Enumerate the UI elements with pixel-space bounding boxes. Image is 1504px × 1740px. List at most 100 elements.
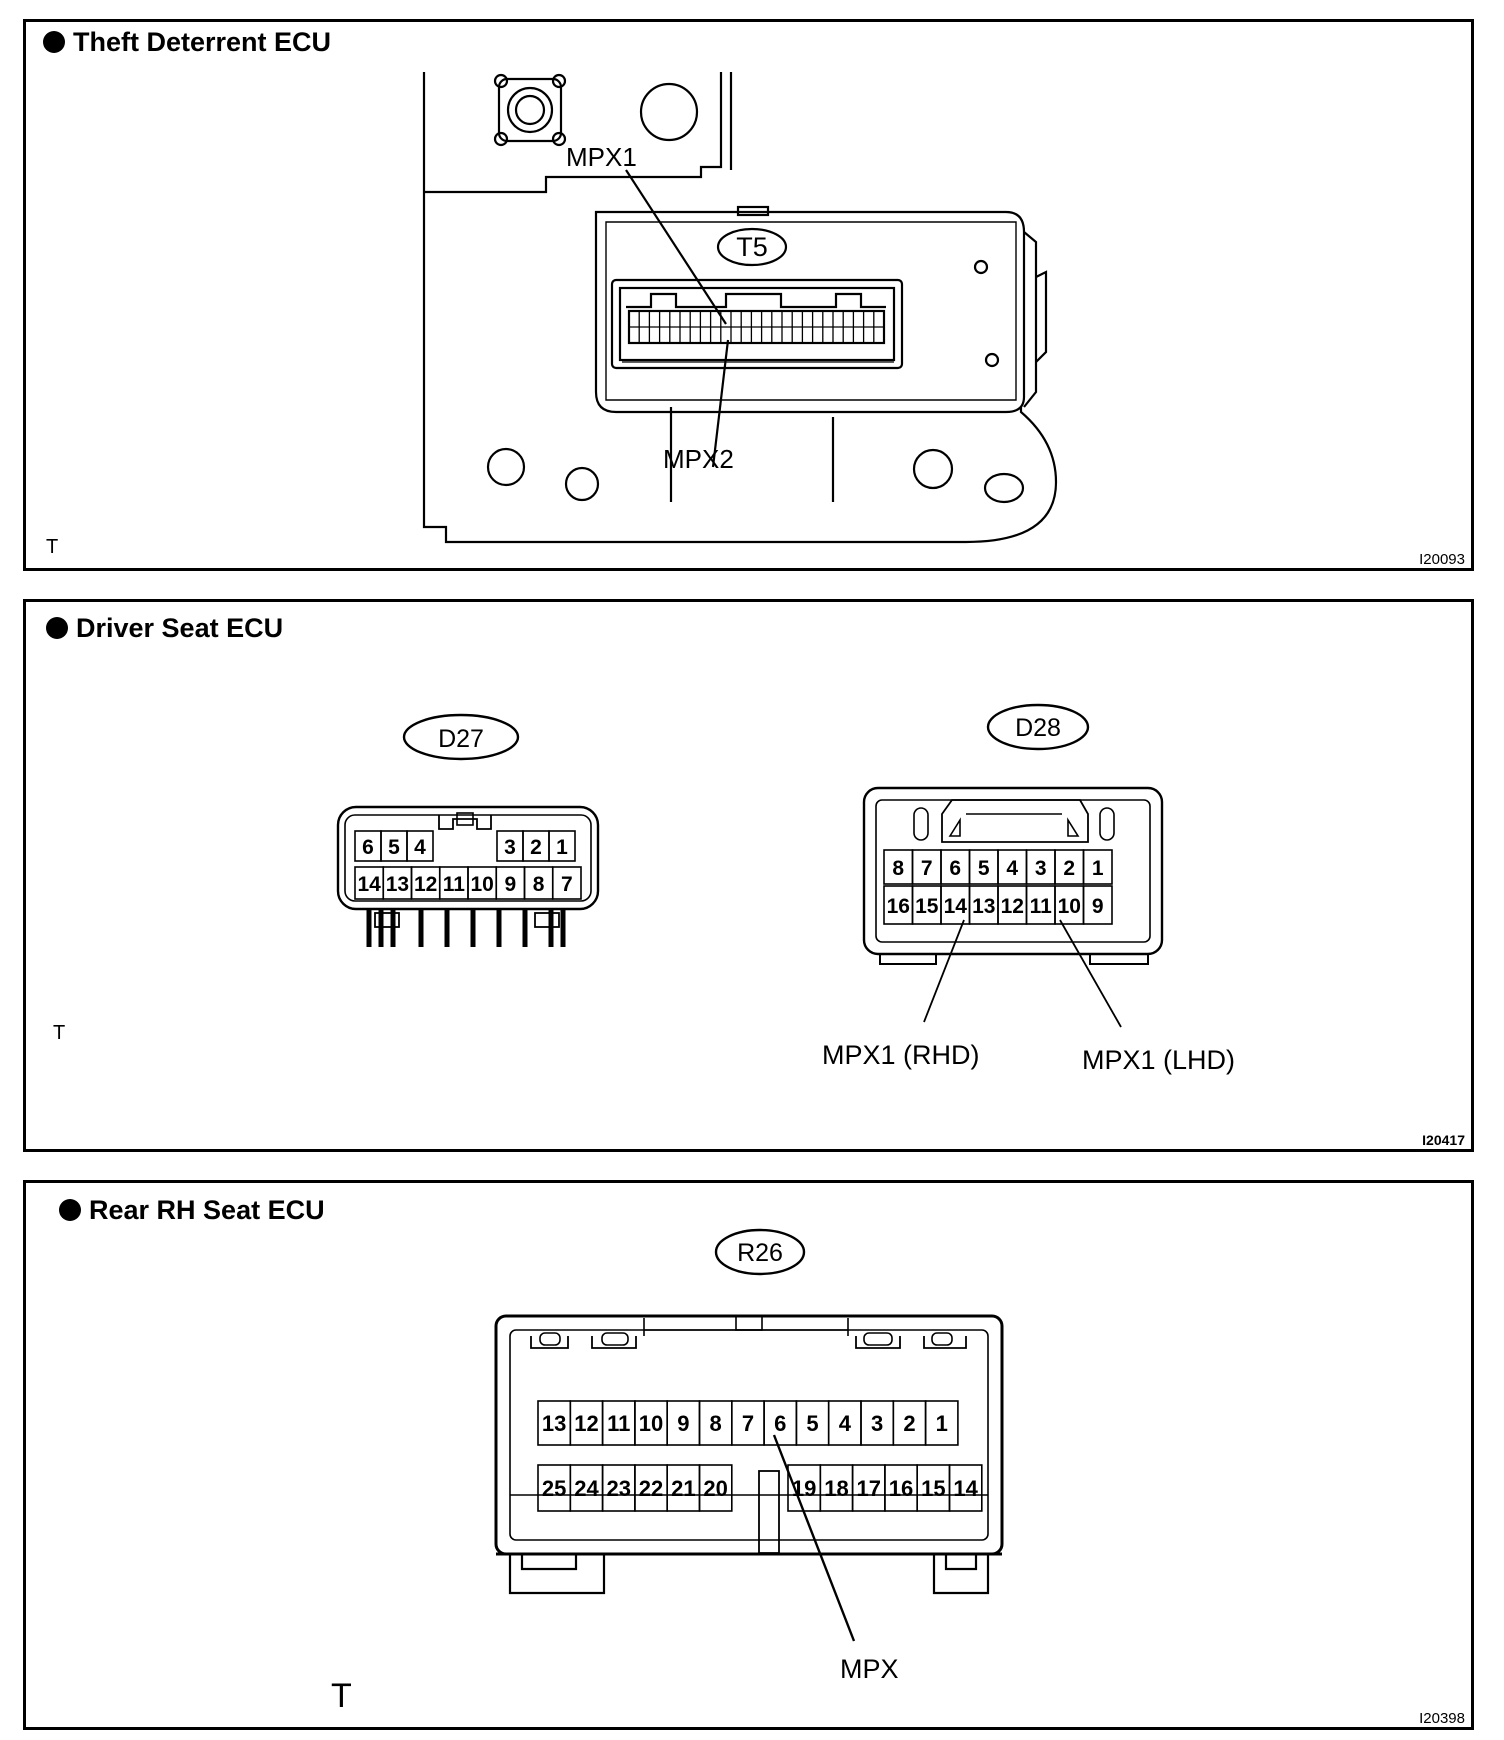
pin-number: 6 [949, 857, 961, 880]
signal-label: MPX1 (LHD) [1082, 1045, 1235, 1075]
bracket-hole [564, 466, 600, 502]
pin-number: 8 [533, 873, 545, 896]
pin-number: 12 [1001, 895, 1024, 918]
connector-id-oval [714, 1228, 806, 1276]
top-view-mark: T [331, 1677, 352, 1715]
panel-title: Rear RH Seat ECU [59, 1195, 325, 1226]
pin-cell [698, 1464, 733, 1512]
pin-number: 4 [1006, 857, 1018, 880]
mpx1-label: MPX1 [566, 142, 637, 172]
leader-line [625, 169, 727, 325]
pin-number: 7 [561, 873, 573, 896]
connector-id-oval [986, 703, 1090, 751]
pin-cell [548, 830, 576, 862]
leader-line [1059, 919, 1122, 1028]
pin-number: 1 [936, 1411, 948, 1436]
pin-number: 16 [887, 895, 910, 918]
theft-ecu-drawing [422, 72, 1058, 544]
top-view-mark: T [46, 536, 59, 558]
pin-number: 24 [574, 1476, 599, 1501]
pin-number: 2 [530, 836, 542, 859]
pin-number: 20 [703, 1476, 727, 1501]
pin-number: 4 [839, 1411, 852, 1436]
pin-number: 21 [671, 1476, 695, 1501]
pin-number: 8 [892, 857, 904, 880]
pin-number: 6 [774, 1411, 786, 1436]
signal-label: MPX [840, 1654, 899, 1684]
pin-number: 16 [889, 1476, 913, 1501]
pin-number: 12 [574, 1411, 598, 1436]
pin-number: 7 [921, 857, 933, 880]
figure-ref: I20398 [1419, 1710, 1465, 1727]
pin-number: 3 [504, 836, 516, 859]
pin-number: 22 [639, 1476, 663, 1501]
pin-cell [551, 866, 582, 900]
pin-number: 13 [972, 895, 995, 918]
bolt-icon [506, 86, 554, 134]
connector-id-oval [716, 227, 788, 267]
pin-cell [1082, 849, 1113, 885]
pin-number: 9 [505, 873, 517, 896]
mpx2-label: MPX2 [663, 444, 734, 474]
t5-label: T5 [736, 232, 768, 262]
pin-number: 5 [806, 1411, 818, 1436]
pin-number: 10 [639, 1411, 663, 1436]
pin-number: 17 [857, 1476, 881, 1501]
top-view-mark: T [53, 1022, 66, 1044]
pin-number: 13 [542, 1411, 566, 1436]
signal-label: MPX1 (RHD) [822, 1040, 980, 1070]
figure-ref: I20417 [1422, 1132, 1465, 1148]
pin-number: 4 [414, 836, 426, 859]
pin-number: 13 [386, 873, 409, 896]
figure-ref: I20093 [1419, 551, 1465, 568]
pin-number: 1 [556, 836, 568, 859]
leader-line [923, 919, 965, 1023]
pin-cell [948, 1464, 983, 1512]
pin-number: 10 [1058, 895, 1081, 918]
panel-theft-deterrent-ecu: Theft Deterrent ECU [23, 19, 1474, 571]
bracket-hole [639, 82, 699, 142]
pin-number: 14 [944, 895, 968, 918]
pin-number: 11 [607, 1411, 630, 1436]
bolt-base [497, 77, 563, 143]
pin-cell [1082, 885, 1113, 925]
pin-number: 1 [1092, 857, 1104, 880]
pin-number: 3 [1035, 857, 1047, 880]
connector-id-oval [402, 713, 520, 761]
mpx-lhd-label: MPX1 (LHD) [1082, 1045, 1235, 1075]
pin-number: 14 [357, 873, 381, 896]
leader-line [711, 339, 730, 468]
pin-number: 19 [792, 1476, 816, 1501]
pin-number: 7 [742, 1411, 754, 1436]
mounting-bracket [422, 72, 1058, 544]
pin-number: 12 [414, 873, 437, 896]
connector-body [862, 786, 1164, 956]
pin-number: 14 [953, 1476, 978, 1501]
pin-number: 10 [470, 873, 493, 896]
connector-id: R26 [737, 1239, 783, 1267]
pin-number: 5 [978, 857, 990, 880]
d28-leaders [923, 919, 1122, 1028]
leader-line [772, 1434, 856, 1642]
bracket-hole [912, 448, 954, 490]
connector-body [336, 805, 600, 911]
signal-label: MPX2 [663, 444, 734, 474]
bracket-hole [983, 472, 1025, 504]
pin-number: 18 [824, 1476, 848, 1501]
pin-number: 11 [443, 873, 466, 896]
panel-title: Theft Deterrent ECU [43, 27, 331, 58]
connector-r26 [494, 1228, 1004, 1642]
connector-d27 [336, 713, 600, 947]
panel-title: Driver Seat ECU [46, 613, 283, 644]
pin-number: 23 [607, 1476, 631, 1501]
connector-d28 [862, 703, 1164, 965]
pin-number: 15 [921, 1476, 945, 1501]
pin-number: 2 [903, 1411, 915, 1436]
pin-number: 2 [1063, 857, 1075, 880]
pin-number: 9 [677, 1411, 689, 1436]
pin-number: 8 [710, 1411, 722, 1436]
